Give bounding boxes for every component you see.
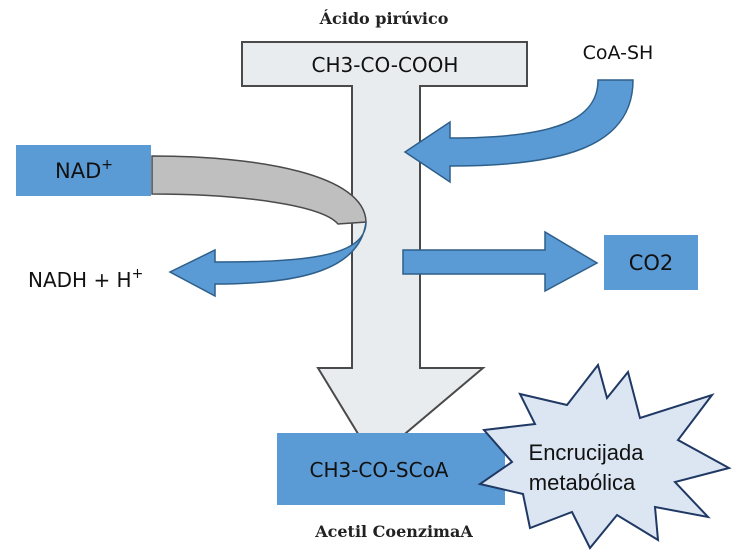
co2-label: CO2 [629,251,674,275]
coa-sh-label: CoA-SH [583,42,654,64]
callout-line-2: metabólica [529,470,636,495]
nad-label: NAD+ [55,157,113,183]
callout-starburst [477,362,732,550]
nadh-arrow [168,221,367,298]
acetyl-coa-box [277,433,505,505]
nadh-superscript: + [132,266,144,282]
pyruvate-formula: CH3-CO-COOH [312,53,459,77]
nad-text: NAD [55,159,101,183]
nad-box [16,145,151,196]
pyruvic-acid-label: Ácido pirúvico [319,8,449,28]
nadh-label: NADH + H+ [28,266,143,292]
acetyl-coa-formula: CH3-CO-SCoA [309,458,448,482]
nadh-text: NADH + H [28,268,132,292]
co2-box [604,235,698,290]
acetyl-coenzyme-a-label: Acetil CoenzimaA [314,522,473,541]
co2-arrow [402,230,599,293]
callout-line-1: Encrucijada [529,440,645,465]
nad-superscript: + [101,157,113,173]
nad-curve-band [151,155,367,225]
coa-arrow [403,79,634,184]
main-t-arrow [241,41,528,462]
